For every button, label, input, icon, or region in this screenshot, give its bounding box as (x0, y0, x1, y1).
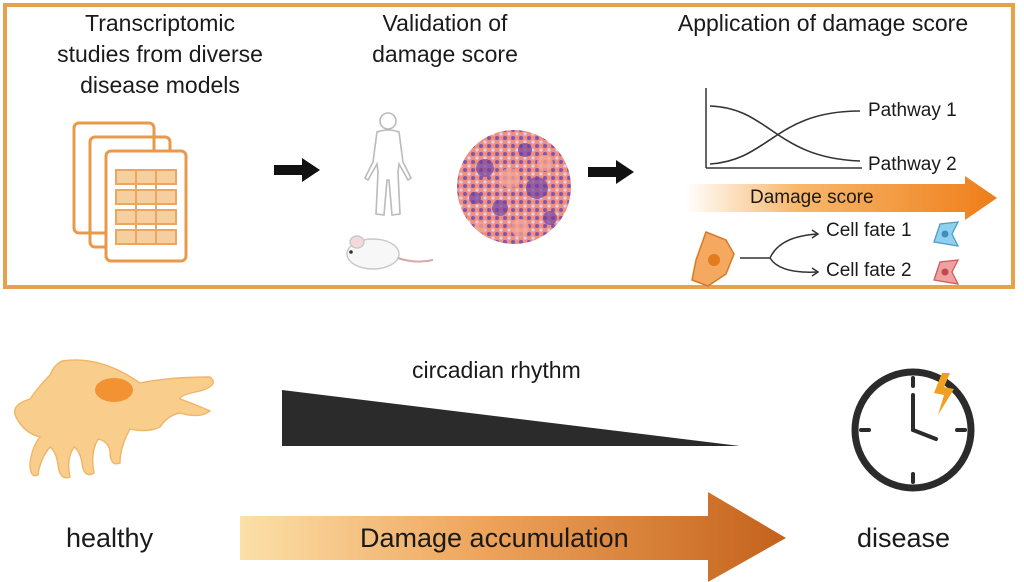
step1-title-line2: studies from diverse (57, 41, 263, 67)
pathway-2-label: Pathway 2 (868, 154, 957, 175)
cell-fate-branch-diagram (691, 229, 820, 287)
red-cell-icon (933, 259, 960, 285)
step2-title-line1: Validation of (382, 10, 508, 36)
pathway-1-label: Pathway 1 (868, 100, 957, 121)
disease-label: disease (857, 523, 951, 553)
healthy-label: healthy (66, 523, 154, 553)
human-silhouette-icon (363, 112, 413, 216)
damage-score-arrow (685, 176, 997, 220)
arrow-step2-to-step3 (588, 160, 634, 184)
circadian-rhythm-wedge (282, 390, 740, 446)
circadian-rhythm-label: circadian rhythm (412, 357, 581, 383)
pathway-curves-plot (705, 88, 862, 169)
damage-score-label: Damage score (750, 187, 874, 208)
step3-title: Application of damage score (677, 10, 969, 36)
broken-clock-icon (851, 368, 975, 492)
cell-fate-1-label: Cell fate 1 (826, 220, 912, 241)
mouse-icon (346, 235, 434, 270)
step2-title-line2: damage score (372, 41, 518, 67)
arrow-step1-to-step2 (274, 158, 320, 182)
damage-accumulation-label: Damage accumulation (360, 523, 629, 553)
damage-accumulation-arrow (240, 492, 786, 582)
workflow-frame (3, 3, 1015, 289)
healthy-cell-icon (13, 359, 214, 479)
step1-title-line1: Transcriptomic (85, 10, 235, 36)
step1-title-line3: disease models (80, 72, 240, 98)
blue-cell-icon (933, 221, 960, 247)
cell-fate-2-label: Cell fate 2 (826, 260, 912, 281)
stacked-documents-icon (72, 121, 188, 263)
cell-cluster-sphere-icon (457, 130, 571, 244)
